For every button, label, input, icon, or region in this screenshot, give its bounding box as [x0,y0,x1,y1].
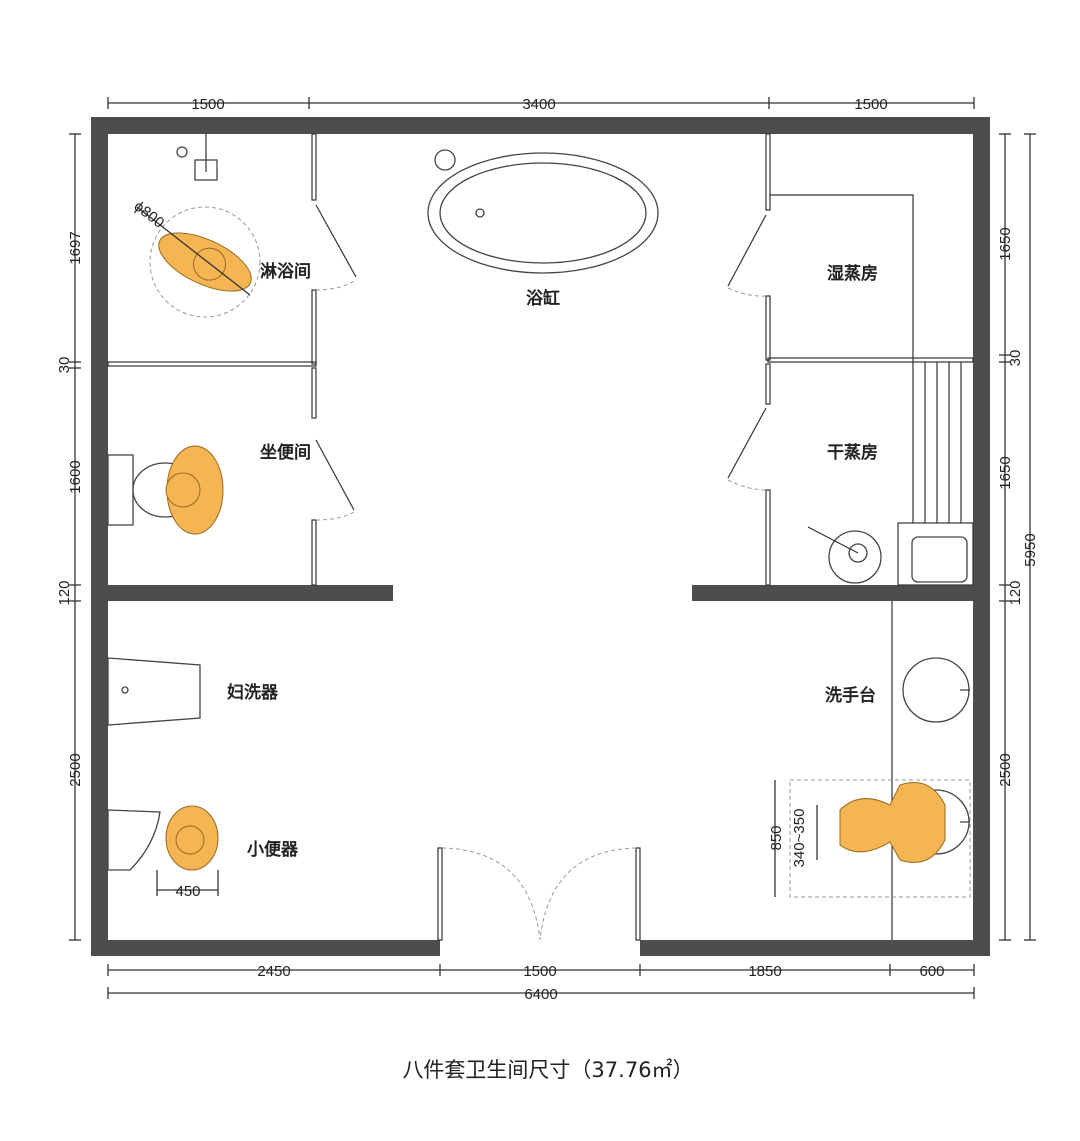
dim-vanity-gap: 340~350 [791,809,808,868]
person-icons [158,232,946,871]
bathtub-icon [427,149,659,274]
room-label-vanity: 洗手台 [825,685,876,706]
dim-top-3: 1500 [854,96,887,113]
exterior-walls [91,117,990,956]
room-label-bidet: 妇洗器 [226,682,279,703]
dim-vanity-depth: 850 [768,825,785,850]
dim-left-2: 30 [56,357,73,374]
room-label-toilet: 坐便间 [260,442,311,463]
left-partitions [107,133,357,586]
dimension-lines [69,97,1036,999]
dim-bottom-2: 1500 [523,963,556,980]
plan-caption: 八件套卫生间尺寸（37.76㎡） [402,1058,694,1082]
dim-top-2: 3400 [522,96,555,113]
dim-right-5: 2500 [997,753,1014,786]
dim-right-3: 1650 [997,456,1014,489]
dim-right-4: 120 [1007,580,1024,605]
urinal-icon [107,809,161,871]
dim-left-5: 2500 [67,753,84,786]
dim-bottom-4: 600 [919,963,944,980]
room-label-dry-steam: 干蒸房 [827,442,878,463]
dim-top-1: 1500 [191,96,224,113]
dim-left-1: 1697 [67,231,84,264]
dim-bottom-1: 2450 [257,963,290,980]
dim-bottom-total: 6400 [524,986,557,1003]
dim-right-total: 5950 [1022,533,1039,566]
bidet-icon [107,657,201,726]
main-door [437,847,641,941]
sauna-stove-icon [911,536,968,583]
shower-head-icon [176,134,218,181]
dim-left-4: 120 [56,580,73,605]
dim-bottom-3: 1850 [748,963,781,980]
vanity-zone [789,779,971,898]
room-label-urinal: 小便器 [247,839,299,860]
dim-right-1: 1650 [997,227,1014,260]
room-label-bathtub: 浴缸 [526,288,560,309]
room-label-wet-steam: 湿蒸房 [827,263,878,284]
dim-left-3: 1600 [67,460,84,493]
shower-circle [149,206,261,318]
dim-right-2: 30 [1007,350,1024,367]
room-label-shower: 淋浴间 [260,261,311,282]
right-partitions [727,133,974,940]
dim-urinal-width: 450 [175,883,200,900]
